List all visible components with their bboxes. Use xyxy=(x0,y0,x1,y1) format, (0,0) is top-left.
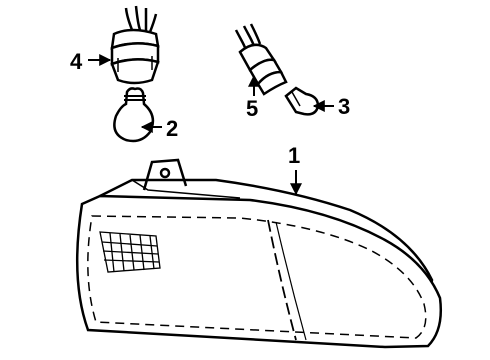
bulb xyxy=(113,87,155,143)
callout-2: 2 xyxy=(166,116,178,141)
callout-4: 4 xyxy=(70,49,83,74)
callout-3: 3 xyxy=(338,94,350,119)
leader-lines xyxy=(88,54,334,196)
reflector-grid xyxy=(99,231,161,273)
lamp-assembly xyxy=(75,158,442,349)
bulb-socket xyxy=(110,5,160,85)
callout-1: 1 xyxy=(288,143,300,168)
wedge-bulb xyxy=(284,86,320,116)
side-socket xyxy=(234,23,288,96)
callout-5: 5 xyxy=(246,96,258,121)
